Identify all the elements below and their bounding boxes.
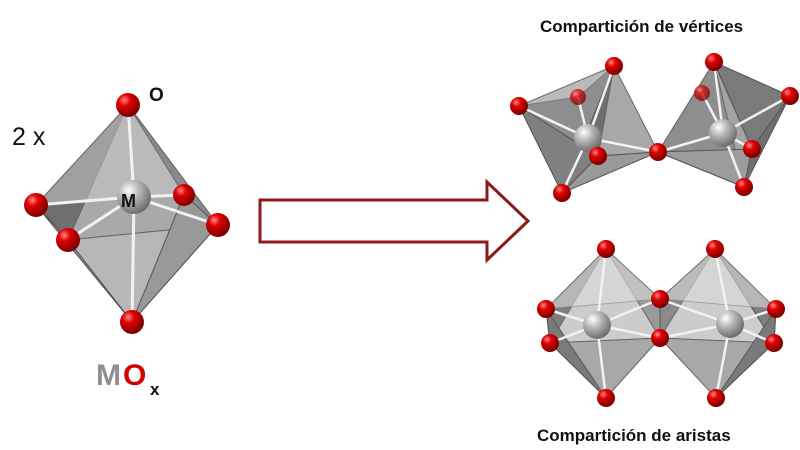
oxygen-atom <box>707 389 725 407</box>
oxygen-atom <box>206 213 230 237</box>
oxygen-atom <box>735 178 753 196</box>
oxygen-atom <box>605 57 623 75</box>
oxygen-atom <box>56 228 80 252</box>
oxygen-atom <box>24 193 48 217</box>
oxygen-atom <box>597 389 615 407</box>
oxygen-atom <box>765 334 783 352</box>
metal-atom <box>583 311 611 339</box>
single-octahedron <box>24 93 230 334</box>
shared-oxygen-atom <box>651 329 669 347</box>
oxygen-label: O <box>149 85 164 106</box>
oxygen-atom <box>597 240 615 258</box>
shared-oxygen-atom <box>649 143 667 161</box>
oxygen-atom <box>694 85 710 101</box>
metal-label: M <box>121 191 136 211</box>
vertex-sharing-title: Compartición de vértices <box>540 17 743 36</box>
multiplier-label: 2 x <box>12 123 46 151</box>
oxygen-atom <box>541 334 559 352</box>
metal-atom <box>716 310 744 338</box>
oxygen-atom <box>553 184 571 202</box>
edge-sharing-title: Compartición de aristas <box>537 426 731 445</box>
metal-atom <box>709 119 737 147</box>
edge-sharing-structure <box>537 240 785 407</box>
oxygen-atom <box>706 240 724 258</box>
oxygen-atom <box>120 310 144 334</box>
formula-subscript: x <box>150 380 160 399</box>
oxygen-atom <box>570 89 586 105</box>
vertex-sharing-structure <box>510 53 799 202</box>
metal-atom <box>117 180 151 214</box>
oxygen-atom <box>510 97 528 115</box>
shared-oxygen-atom <box>651 290 669 308</box>
oxygen-atom <box>589 147 607 165</box>
oxygen-atom <box>537 300 555 318</box>
oxygen-atom <box>743 140 761 158</box>
transformation-arrow <box>258 178 531 264</box>
oxygen-atom <box>781 87 799 105</box>
metal-atom <box>574 124 602 152</box>
oxygen-atom <box>116 93 140 117</box>
oxygen-atom <box>173 184 195 206</box>
formula: M O x <box>96 359 160 399</box>
oxygen-atom <box>705 53 723 71</box>
formula-oxygen: O <box>123 359 146 392</box>
oxygen-atom <box>767 300 785 318</box>
formula-metal: M <box>96 359 121 392</box>
